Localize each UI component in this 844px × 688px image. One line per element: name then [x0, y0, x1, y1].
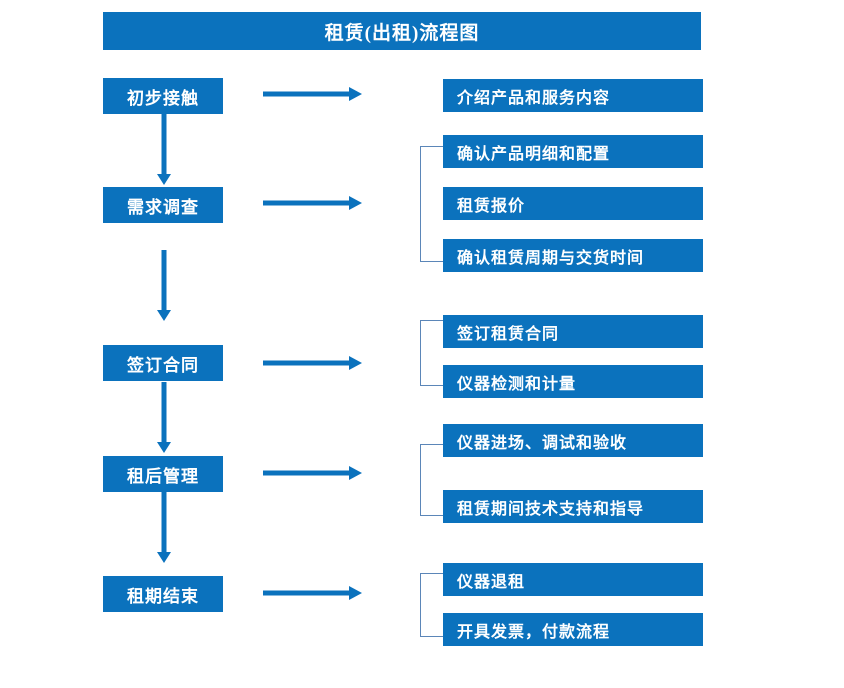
detail-box-5-1[interactable]: 仪器退租	[443, 563, 703, 596]
arrow-right-4	[263, 464, 363, 482]
bracket-group-3	[420, 320, 443, 386]
bracket-group-5	[420, 573, 443, 637]
detail-box-2-1[interactable]: 确认产品明细和配置	[443, 135, 703, 168]
detail-box-3-1[interactable]: 签订租赁合同	[443, 315, 703, 348]
stage-box-3[interactable]: 签订合同	[103, 345, 223, 381]
arrow-right-2	[263, 194, 363, 212]
detail-box-1-1[interactable]: 介绍产品和服务内容	[443, 79, 703, 112]
stage-box-5[interactable]: 租期结束	[103, 576, 223, 612]
stage-box-4[interactable]: 租后管理	[103, 456, 223, 492]
arrow-down-3	[155, 382, 173, 454]
arrow-right-1	[263, 85, 363, 103]
detail-box-5-2[interactable]: 开具发票，付款流程	[443, 613, 703, 646]
arrow-down-2	[155, 250, 173, 322]
arrow-right-5	[263, 584, 363, 602]
page-title: 租赁(出租)流程图	[103, 12, 701, 50]
stage-box-1[interactable]: 初步接触	[103, 78, 223, 114]
detail-box-2-2[interactable]: 租赁报价	[443, 187, 703, 220]
arrow-down-1	[155, 114, 173, 186]
bracket-group-4	[420, 444, 443, 516]
bracket-group-2	[420, 146, 443, 262]
stage-box-2[interactable]: 需求调查	[103, 187, 223, 223]
arrow-down-4	[155, 492, 173, 564]
detail-box-2-3[interactable]: 确认租赁周期与交货时间	[443, 239, 703, 272]
detail-box-4-2[interactable]: 租赁期间技术支持和指导	[443, 490, 703, 523]
detail-box-4-1[interactable]: 仪器进场、调试和验收	[443, 424, 703, 457]
arrow-right-3	[263, 354, 363, 372]
detail-box-3-2[interactable]: 仪器检测和计量	[443, 365, 703, 398]
